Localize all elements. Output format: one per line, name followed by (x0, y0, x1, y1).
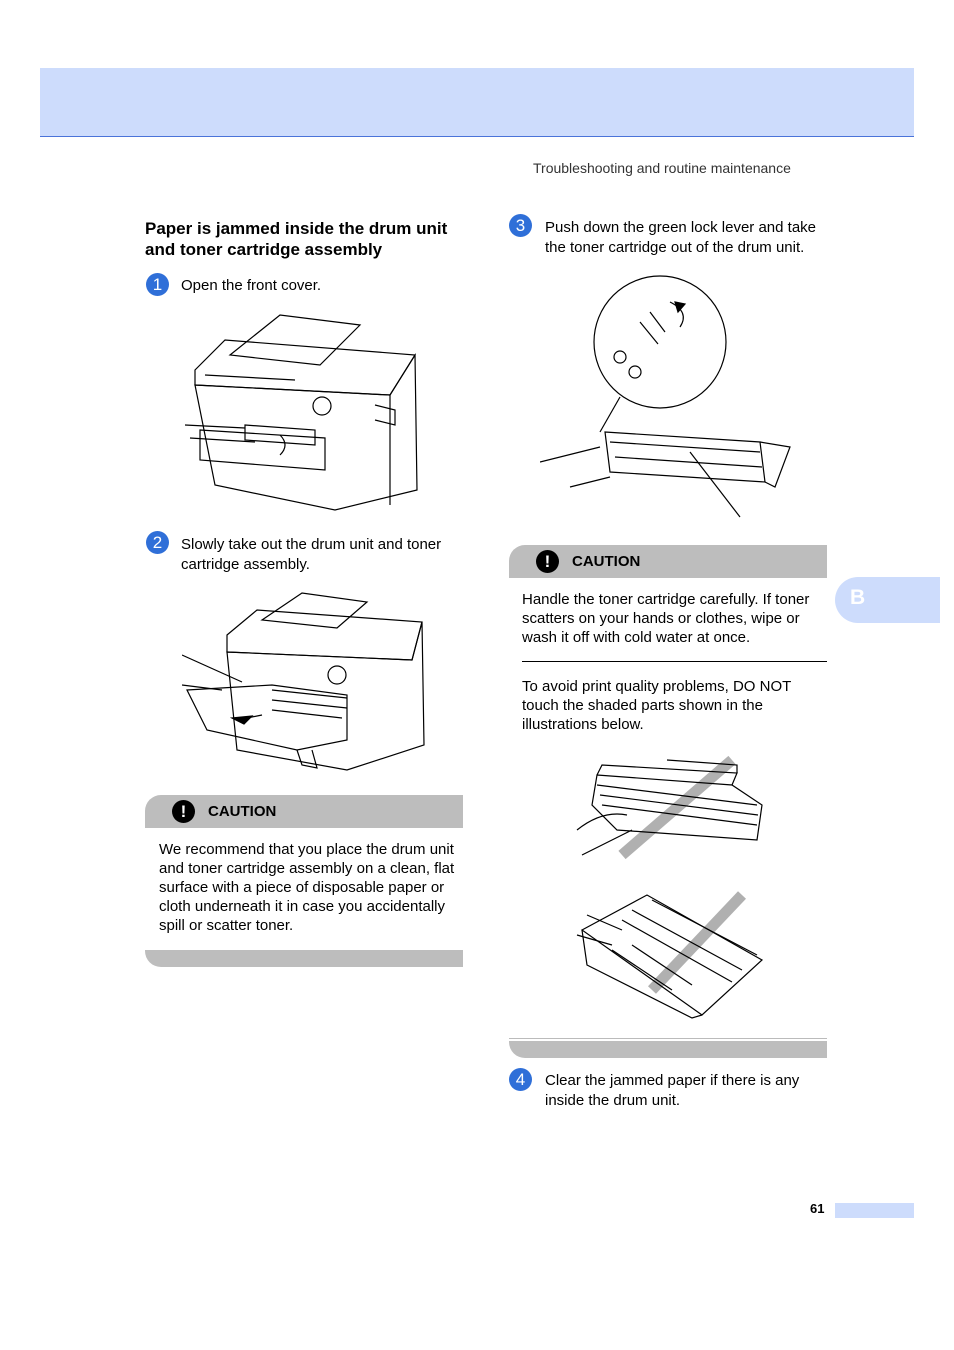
step-1-text: Open the front cover. (181, 277, 322, 294)
drum-unit-shaded-illustration (576, 891, 764, 1019)
divider (509, 1038, 827, 1039)
drum-removal-illustration (182, 592, 425, 771)
step-2-text: Slowly take out the drum unit and toner … (181, 536, 442, 573)
caution-body-right-2: To avoid print quality problems, DO NOT … (522, 678, 791, 733)
section-title: Paper is jammed inside the drum unit and… (145, 219, 448, 259)
header-band (40, 68, 914, 137)
page-number: 61 (810, 1201, 825, 1216)
chapter-tab: B (835, 577, 940, 623)
toner-lock-lever-illustration (540, 275, 791, 518)
page-number-bar (835, 1203, 914, 1218)
step-1-number: 1 (146, 273, 169, 296)
caution-icon: ! (172, 800, 195, 823)
step-3-number: 3 (509, 214, 532, 237)
step-3-text: Push down the green lock lever and take … (545, 219, 817, 256)
divider (522, 661, 827, 662)
caution-icon: ! (536, 550, 559, 573)
printer-open-cover-illustration (185, 314, 418, 511)
caution-label: CAUTION (572, 553, 641, 570)
step-4-text: Clear the jammed paper if there is any i… (545, 1072, 800, 1109)
caution-footer-right (509, 1041, 827, 1058)
caution-label: CAUTION (208, 803, 277, 820)
caution-header-left: ! CAUTION (145, 795, 463, 828)
toner-cartridge-shaded-illustration (576, 755, 763, 860)
step-4-number: 4 (509, 1068, 532, 1091)
running-head: Troubleshooting and routine maintenance (533, 160, 791, 176)
step-2-number: 2 (146, 531, 169, 554)
chapter-tab-letter: B (850, 586, 866, 609)
caution-header-right: ! CAUTION (509, 545, 827, 578)
caution-body-left: We recommend that you place the drum uni… (159, 841, 455, 934)
caution-footer-left (145, 950, 463, 967)
caution-body-right-1: Handle the toner cartridge carefully. If… (522, 591, 810, 646)
